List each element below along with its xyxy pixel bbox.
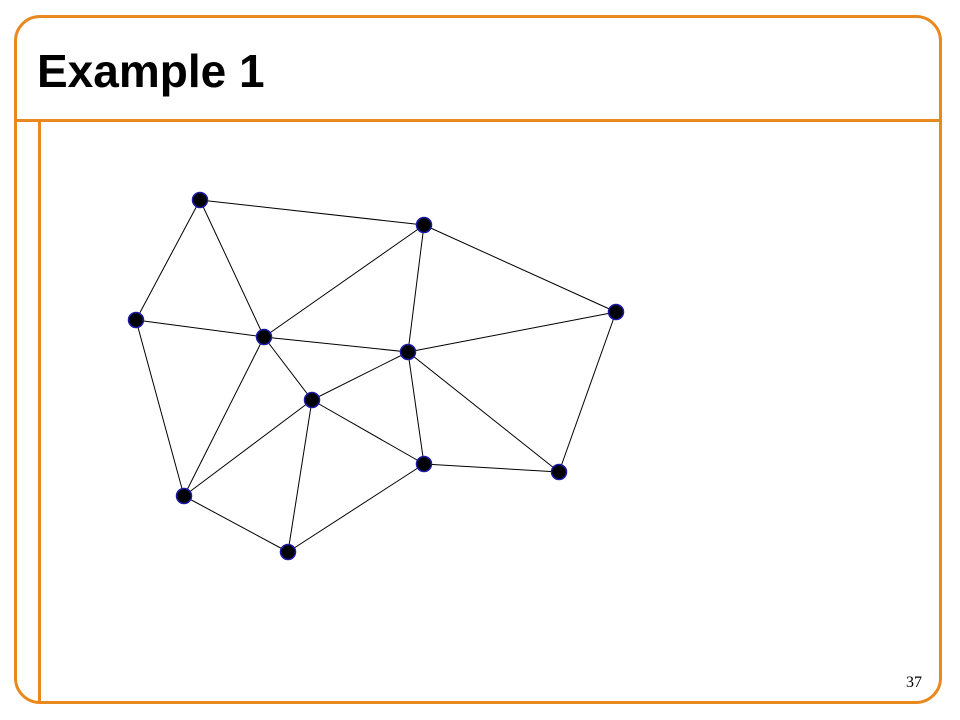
slide-frame xyxy=(14,15,942,704)
graph-edge xyxy=(407,224,425,353)
page-number: 37 xyxy=(906,674,922,691)
graph-node xyxy=(303,391,321,409)
graph-nodes xyxy=(127,191,625,561)
graph-edge xyxy=(199,199,425,226)
graph-edge xyxy=(135,319,185,497)
graph-node xyxy=(550,463,568,481)
left-accent-bar xyxy=(38,121,41,701)
graph-node xyxy=(399,343,417,361)
slide-title: Example 1 xyxy=(37,45,265,97)
graph-edge xyxy=(199,199,265,338)
graph-node xyxy=(415,216,433,234)
graph-node xyxy=(127,311,145,329)
graph-edge xyxy=(287,399,313,553)
graph-edge xyxy=(135,199,201,321)
graph-edge xyxy=(263,336,409,353)
graph-node xyxy=(415,455,433,473)
graph-edge xyxy=(263,224,425,338)
graph-edge xyxy=(311,399,425,465)
graph-edges xyxy=(135,199,617,553)
graph-edge xyxy=(183,495,289,553)
graph-edge xyxy=(183,336,265,497)
graph-edge xyxy=(407,351,560,473)
title-divider xyxy=(14,119,942,122)
graph-node xyxy=(255,328,273,346)
graph-node xyxy=(191,191,209,209)
graph-node xyxy=(607,303,625,321)
graph-edge xyxy=(407,311,617,353)
graph-edge xyxy=(263,336,313,401)
graph-node xyxy=(279,543,297,561)
graph-edge xyxy=(423,463,560,473)
graph-edge xyxy=(311,351,409,401)
graph-edge xyxy=(287,463,425,553)
graph-edge xyxy=(558,311,617,473)
graph-edge xyxy=(423,224,617,313)
graph-node xyxy=(175,487,193,505)
graph-edge xyxy=(135,319,265,338)
graph-edge xyxy=(407,351,425,465)
graph-edge xyxy=(183,399,313,497)
